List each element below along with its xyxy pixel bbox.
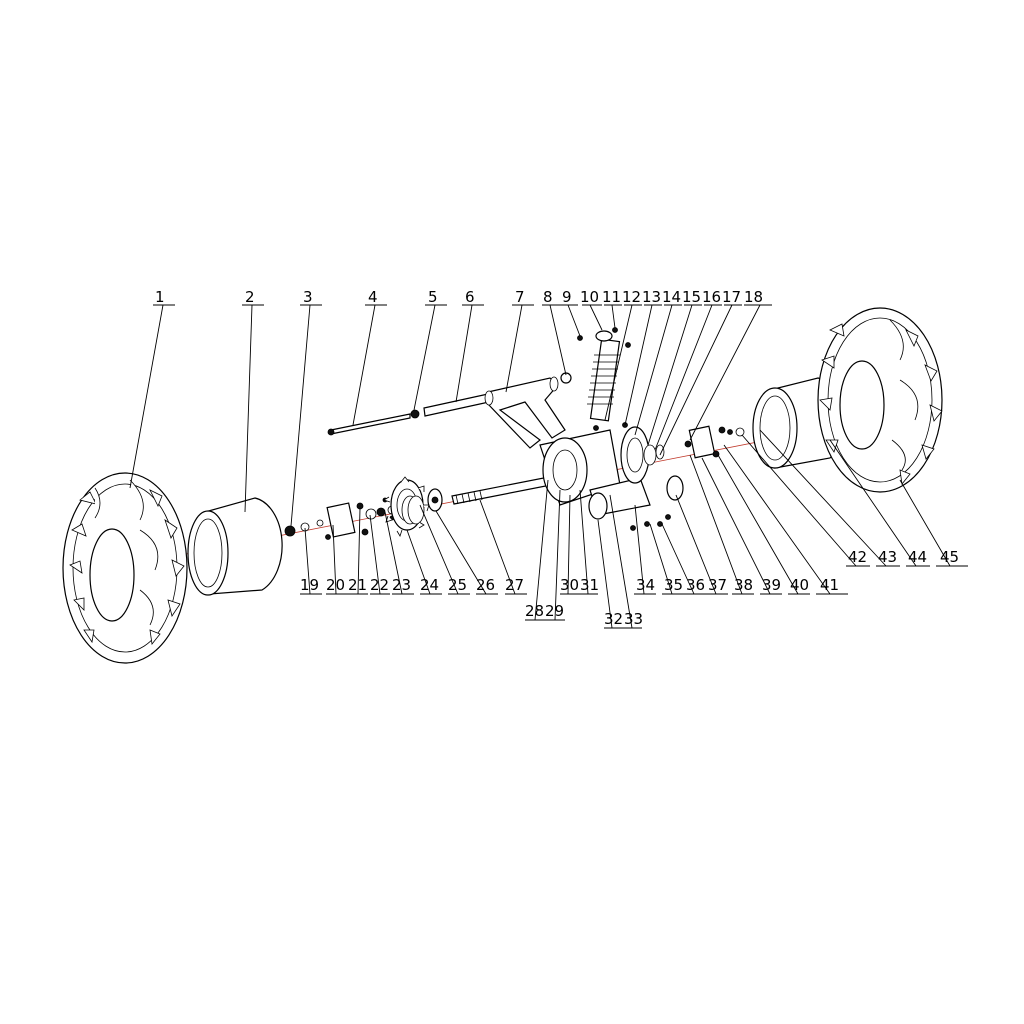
sprocket-icon <box>383 476 430 537</box>
callout-18: 18 <box>744 288 763 306</box>
callout-14: 14 <box>662 288 681 306</box>
callout-33: 33 <box>624 610 643 628</box>
leader-lines-top <box>129 304 772 527</box>
callout-20: 20 <box>326 576 345 594</box>
callout-19: 19 <box>300 576 319 594</box>
callout-3: 3 <box>303 288 313 306</box>
callout-7: 7 <box>515 288 525 306</box>
callout-4: 4 <box>368 288 378 306</box>
callout-43: 43 <box>878 548 897 566</box>
callout-35: 35 <box>664 576 683 594</box>
left-hub-parts <box>284 497 397 540</box>
callout-1: 1 <box>155 288 165 306</box>
callout-8: 8 <box>543 288 553 306</box>
callout-30: 30 <box>560 576 579 594</box>
right-hub-parts <box>684 425 745 459</box>
callout-13: 13 <box>642 288 661 306</box>
brake-disc-icon <box>620 426 665 484</box>
callout-9: 9 <box>562 288 572 306</box>
callout-6: 6 <box>465 288 475 306</box>
callout-10: 10 <box>580 288 599 306</box>
callout-5: 5 <box>428 288 438 306</box>
callout-38: 38 <box>734 576 753 594</box>
callouts-bottom: 19 20 21 22 23 24 25 26 27 28 29 30 31 3… <box>300 548 959 628</box>
leader-lines-bottom <box>300 429 968 629</box>
callout-24: 24 <box>420 576 439 594</box>
callout-26: 26 <box>476 576 495 594</box>
callout-36: 36 <box>686 576 705 594</box>
callout-23: 23 <box>392 576 411 594</box>
callout-42: 42 <box>848 548 867 566</box>
bolt-icon <box>327 409 420 436</box>
callout-15: 15 <box>682 288 701 306</box>
callout-32: 32 <box>604 610 623 628</box>
callout-2: 2 <box>245 288 255 306</box>
callout-39: 39 <box>762 576 781 594</box>
shock-absorber-icon <box>560 327 631 431</box>
callout-21: 21 <box>348 576 367 594</box>
bearing-housing <box>539 429 684 531</box>
callout-37: 37 <box>708 576 727 594</box>
callouts-top: 1 2 3 4 5 6 7 8 9 10 11 12 13 14 15 16 1… <box>155 288 763 306</box>
callout-16: 16 <box>702 288 721 306</box>
callout-22: 22 <box>370 576 389 594</box>
swingarm-icon <box>484 376 566 449</box>
callout-28: 28 <box>525 602 544 620</box>
left-tire-icon <box>62 472 188 664</box>
right-tire-icon <box>817 307 943 493</box>
callout-29: 29 <box>545 602 564 620</box>
callout-27: 27 <box>505 576 524 594</box>
callout-12: 12 <box>622 288 641 306</box>
callout-44: 44 <box>908 548 927 566</box>
callout-25: 25 <box>448 576 467 594</box>
callout-17: 17 <box>722 288 741 306</box>
callout-45: 45 <box>940 548 959 566</box>
hub-nut <box>427 488 443 512</box>
callout-11: 11 <box>602 288 621 306</box>
left-rim-icon <box>187 497 283 596</box>
callout-40: 40 <box>790 576 809 594</box>
callout-34: 34 <box>636 576 655 594</box>
callout-41: 41 <box>820 576 839 594</box>
callout-31: 31 <box>580 576 599 594</box>
